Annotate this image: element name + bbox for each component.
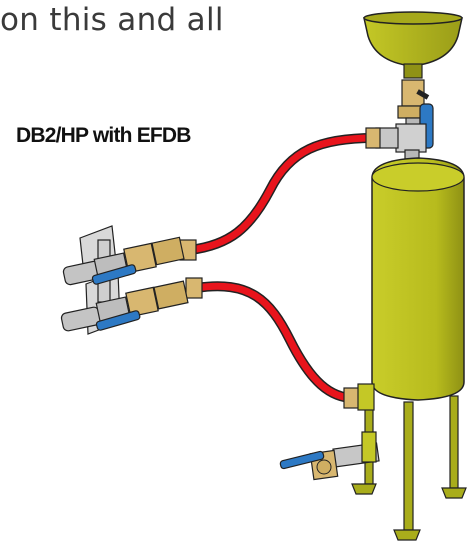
pressure-tank xyxy=(371,157,465,401)
lower-hose xyxy=(191,281,363,404)
tank-legs xyxy=(351,395,467,541)
lower-valve-handle-icon xyxy=(95,310,141,331)
drain-pipe xyxy=(332,431,380,468)
drain-valve-handle-icon xyxy=(279,450,325,470)
caption-text: on this and all xyxy=(0,2,224,38)
lower-left-valve xyxy=(60,280,189,332)
upper-hose xyxy=(185,133,379,255)
upper-valve-handle-icon xyxy=(91,264,137,285)
funnel-bowl xyxy=(363,11,463,79)
diagram-label: DB2/HP with EFDB xyxy=(16,124,191,147)
hose-fittings xyxy=(179,127,381,411)
